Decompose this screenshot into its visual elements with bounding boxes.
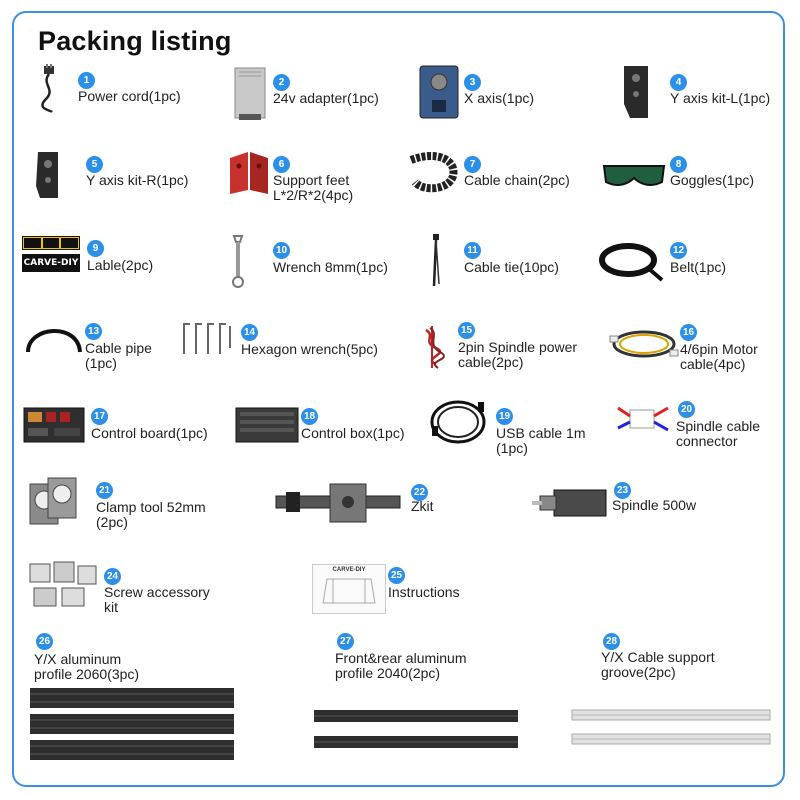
cable-tie-image [432,234,440,287]
item-number-badge: 20 [678,401,695,418]
x-axis-image [419,65,459,119]
item-number-badge: 22 [411,484,428,501]
control-board-image [23,407,85,443]
item-number-badge: 3 [464,74,481,91]
y-axis-kit-r-image [36,152,58,198]
item-label-lable: Lable(2pc) [87,257,154,273]
zkit-image [275,483,401,523]
item-label-belt: Belt(1pc) [670,259,727,275]
spindle-image [532,489,607,517]
item-label-y-axis-l: Y axis kit-L(1pc) [670,90,771,106]
item-number-badge: 25 [388,567,405,584]
item-label-hexagon-wrench: Hexagon wrench(5pc) [241,341,378,357]
item-number-badge: 26 [36,633,53,650]
usb-cable-image [430,400,486,444]
item-number-badge: 10 [273,242,290,259]
spindle-cable-connector-image [617,406,669,432]
item-label-y-axis-r: Y axis kit-R(1pc) [86,172,189,188]
label-sticker-image: CARVE-DIY [22,236,80,276]
item-number-badge: 17 [91,408,108,425]
support-feet-image [230,152,268,194]
item-number-badge: 16 [680,324,697,341]
item-label-control-box: Control box(1pc) [301,425,405,441]
item-label-adapter: 24v adapter(1pc) [273,90,379,106]
item-label-spindle-power-cable: 2pin Spindle power cable(2pc) [458,339,578,370]
wrench-image [232,235,244,288]
item-number-badge: 15 [458,322,475,339]
item-number-badge: 18 [301,408,318,425]
packing-list-frame [12,11,785,787]
page-title: Packing listing [38,26,232,56]
adapter-image [234,67,266,120]
instructions-drawing [322,578,376,604]
label-sticker-brand: CARVE-DIY [22,254,80,272]
item-label-zkit: Zkit [411,498,434,514]
item-number-badge: 9 [87,240,104,257]
clamp-tool-image [29,477,77,525]
item-number-badge: 14 [241,324,258,341]
cable-chain-image [409,152,458,193]
cable-support-groove-image [571,709,771,745]
hexagon-wrench-image [183,323,231,354]
item-number-badge: 4 [670,74,687,91]
item-label-instructions: Instructions [388,584,460,600]
item-number-badge: 28 [603,633,620,650]
item-number-badge: 1 [78,72,95,89]
item-number-badge: 19 [496,408,513,425]
aluminum-profile-2060-image [30,688,234,760]
item-label-screw-kit: Screw accessory kit [104,584,210,615]
screw-kit-image [29,561,97,607]
cable-pipe-image [26,329,82,353]
y-axis-kit-l-image [624,66,648,118]
item-label-spindle: Spindle 500w [612,497,697,513]
item-label-support-feet: Support feet L*2/R*2(4pc) [273,172,354,203]
item-label-motor-cable: 4/6pin Motor cable(4pc) [680,341,758,372]
item-label-usb-cable: USB cable 1m (1pc) [496,425,586,456]
item-label-aluminum-2040: Front&rear aluminum profile 2040(2pc) [335,650,467,681]
item-number-badge: 7 [464,156,481,173]
item-number-badge: 21 [96,482,113,499]
goggles-image [602,165,666,186]
instructions-brand: CARVE-DIY [332,567,366,573]
motor-cable-image [609,330,679,358]
item-number-badge: 2 [273,74,290,91]
item-label-cable-support-groove: Y/X Cable support groove(2pc) [601,649,715,680]
item-label-goggles: Goggles(1pc) [670,172,755,188]
item-label-cable-pipe: Cable pipe (1pc) [85,340,152,371]
item-number-badge: 11 [464,242,481,259]
item-number-badge: 13 [85,323,102,340]
item-number-badge: 23 [614,482,631,499]
item-number-badge: 6 [273,156,290,173]
power-cord-image [41,64,54,114]
aluminum-profile-2040-image [314,710,518,748]
item-number-badge: 27 [337,633,354,650]
belt-image [599,243,664,282]
item-number-badge: 24 [104,568,121,585]
spindle-power-cable-image [425,326,445,369]
item-label-x-axis: X axis(1pc) [464,90,535,106]
item-label-wrench: Wrench 8mm(1pc) [273,259,388,275]
item-number-badge: 12 [670,242,687,259]
item-label-clamp-tool: Clamp tool 52mm (2pc) [96,499,206,530]
item-label-cable-chain: Cable chain(2pc) [464,172,570,188]
item-label-spindle-cable-connector: Spindle cable connector [676,418,761,449]
control-box-image [235,407,299,443]
item-label-aluminum-2060: Y/X aluminum profile 2060(3pc) [34,651,140,682]
item-number-badge: 8 [670,156,687,173]
item-label-control-board: Control board(1pc) [91,425,208,441]
item-label-cable-tie: Cable tie(10pc) [464,259,559,275]
instructions-image: CARVE-DIY [312,564,386,614]
item-number-badge: 5 [86,156,103,173]
item-label-power-cord: Power cord(1pc) [78,88,181,104]
